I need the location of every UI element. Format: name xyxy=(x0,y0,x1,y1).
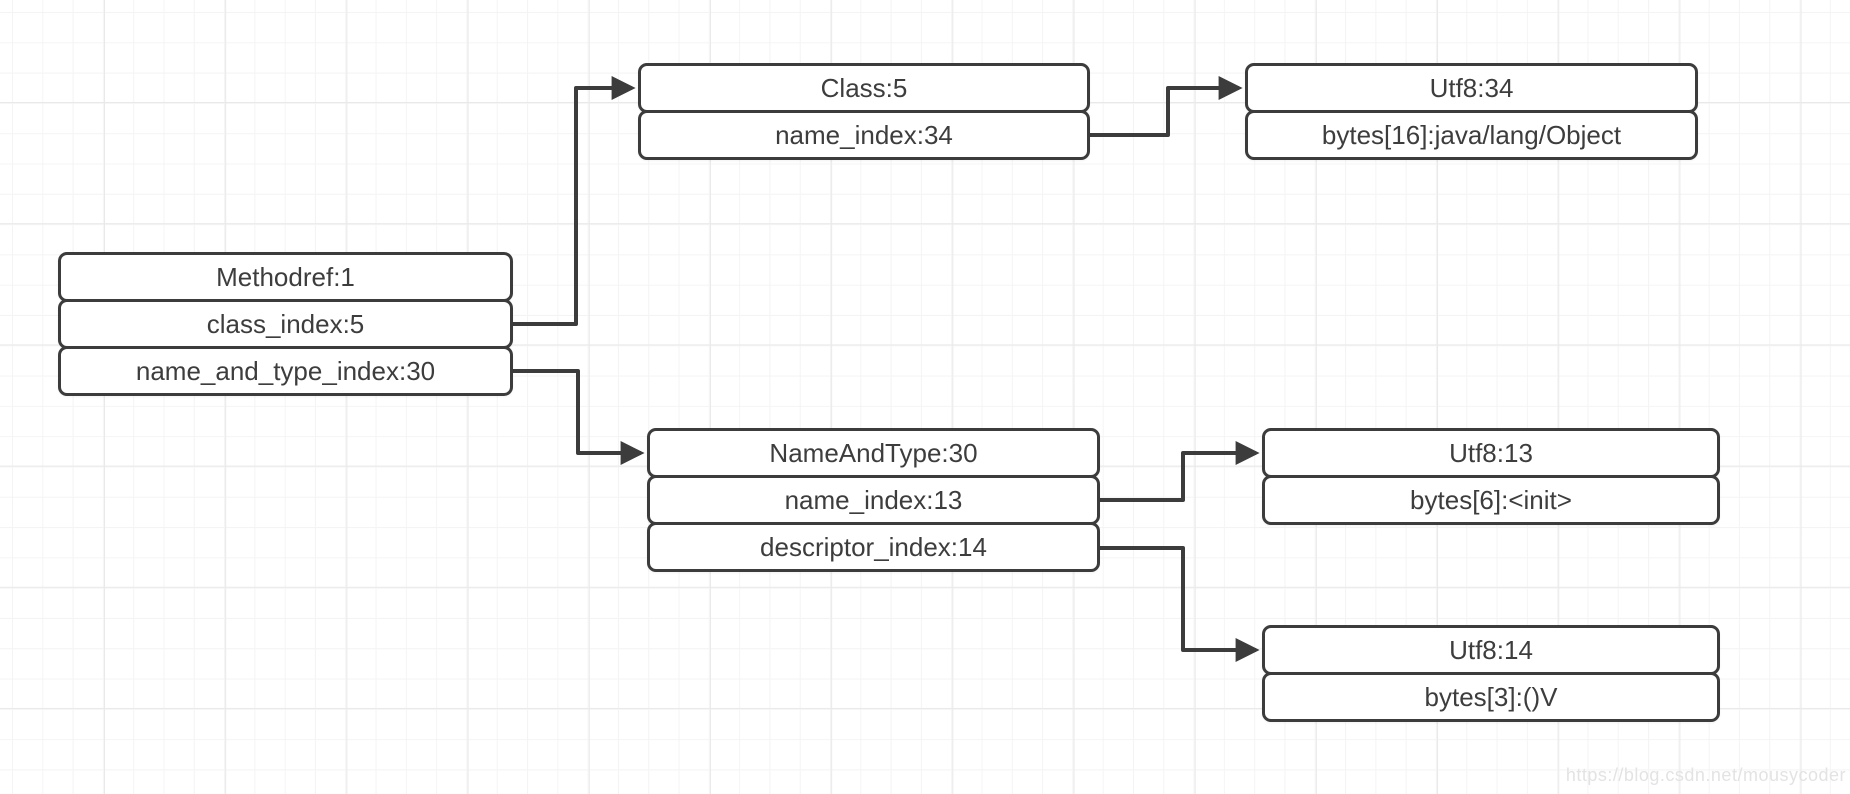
node-utf8-13-title: Utf8:13 xyxy=(1262,428,1720,478)
node-methodref: Methodref:1 class_index:5 name_and_type_… xyxy=(58,252,513,396)
edge-nameindex13-to-utf8-13 xyxy=(1100,441,1260,502)
node-utf8-34-title: Utf8:34 xyxy=(1245,63,1698,113)
node-class-title: Class:5 xyxy=(638,63,1090,113)
node-methodref-field-class-index: class_index:5 xyxy=(58,299,513,349)
node-utf8-13-bytes: bytes[6]:<init> xyxy=(1262,475,1720,525)
node-utf8-14: Utf8:14 bytes[3]:()V xyxy=(1262,625,1720,722)
node-utf8-14-bytes: bytes[3]:()V xyxy=(1262,672,1720,722)
node-nameandtype-field-descriptor-index: descriptor_index:14 xyxy=(647,522,1100,572)
node-methodref-field-name-and-type-index: name_and_type_index:30 xyxy=(58,346,513,396)
node-nameandtype-title: NameAndType:30 xyxy=(647,428,1100,478)
watermark-url: https://blog.csdn.net/mousycoder xyxy=(1565,765,1846,785)
node-nameandtype-field-name-index: name_index:13 xyxy=(647,475,1100,525)
edge-classindex-to-class xyxy=(513,76,636,326)
edge-descriptorindex14-to-utf8-14 xyxy=(1100,546,1260,662)
edge-nameandtypeindex-to-nameandtype xyxy=(513,369,645,465)
edge-nameindex34-to-utf8-34 xyxy=(1090,76,1243,137)
node-utf8-34: Utf8:34 bytes[16]:java/lang/Object xyxy=(1245,63,1698,160)
node-utf8-14-title: Utf8:14 xyxy=(1262,625,1720,675)
node-utf8-13: Utf8:13 bytes[6]:<init> xyxy=(1262,428,1720,525)
node-class-field-name-index: name_index:34 xyxy=(638,110,1090,160)
node-methodref-title: Methodref:1 xyxy=(58,252,513,302)
node-class: Class:5 name_index:34 xyxy=(638,63,1090,160)
node-utf8-34-bytes: bytes[16]:java/lang/Object xyxy=(1245,110,1698,160)
node-nameandtype: NameAndType:30 name_index:13 descriptor_… xyxy=(647,428,1100,572)
